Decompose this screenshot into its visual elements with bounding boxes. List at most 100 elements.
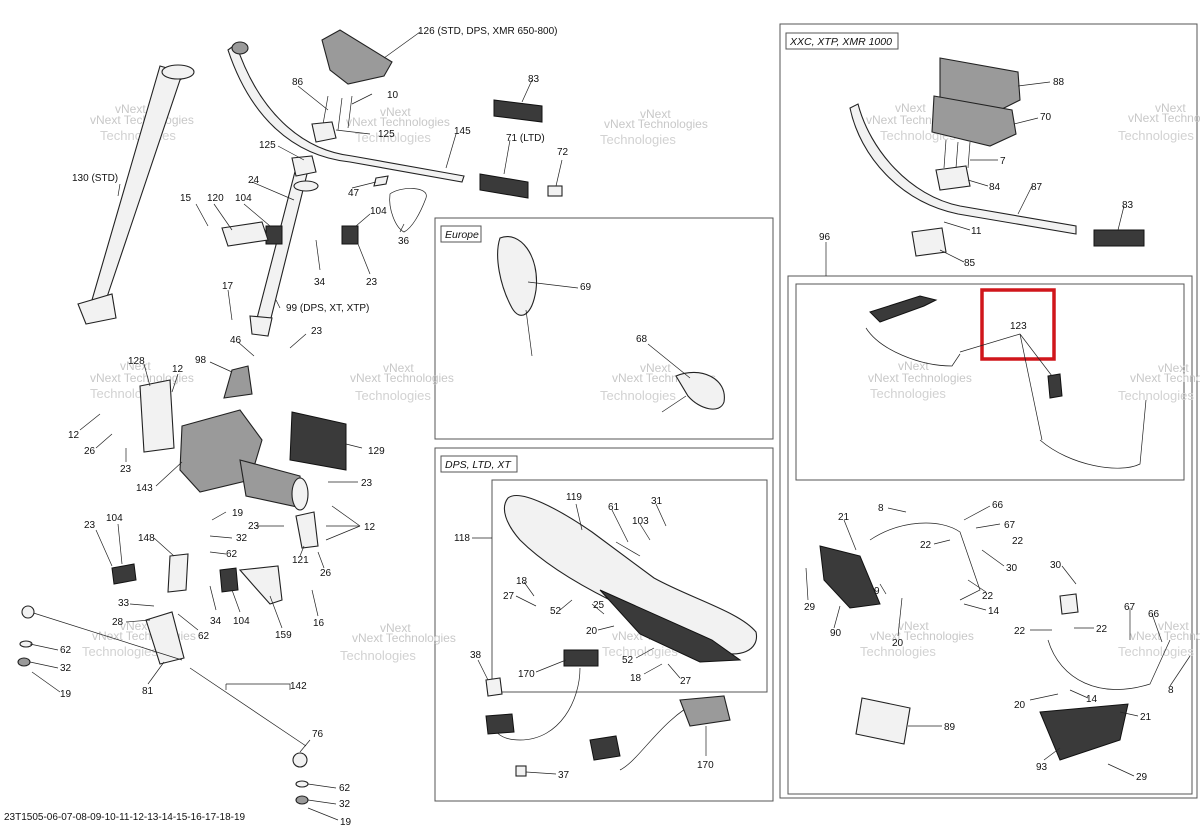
callout-18[interactable]: 18 (630, 673, 642, 684)
callout-61[interactable]: 61 (608, 502, 620, 513)
callout-66[interactable]: 66 (992, 500, 1004, 511)
callout-69[interactable]: 69 (580, 282, 592, 293)
callout-17[interactable]: 17 (222, 281, 234, 292)
callout-89[interactable]: 89 (944, 722, 956, 733)
callout-14[interactable]: 14 (988, 606, 1000, 617)
callout-30[interactable]: 30 (1006, 563, 1018, 574)
callout-123[interactable]: 123 (1010, 321, 1027, 332)
callout-29[interactable]: 29 (804, 602, 816, 613)
callout-12[interactable]: 12 (68, 430, 80, 441)
callout-104[interactable]: 104 (233, 616, 250, 627)
callout-67[interactable]: 67 (1124, 602, 1136, 613)
callout-83[interactable]: 83 (1122, 200, 1134, 211)
callout-8[interactable]: 8 (878, 503, 884, 514)
callout-145[interactable]: 145 (454, 126, 471, 137)
callout-98[interactable]: 98 (195, 355, 207, 366)
callout-24[interactable]: 24 (248, 175, 260, 186)
callout-62[interactable]: 62 (198, 631, 210, 642)
callout-159[interactable]: 159 (275, 630, 292, 641)
callout-19[interactable]: 19 (232, 508, 244, 519)
callout-47[interactable]: 47 (348, 188, 360, 199)
callout-22[interactable]: 22 (1012, 536, 1024, 547)
callout-23[interactable]: 23 (120, 464, 132, 475)
callout-15[interactable]: 15 (180, 193, 192, 204)
callout-18[interactable]: 18 (516, 576, 528, 587)
callout-71[interactable]: 71 (LTD) (506, 133, 545, 144)
callout-125[interactable]: 125 (378, 129, 395, 140)
callout-32[interactable]: 32 (236, 533, 248, 544)
callout-21[interactable]: 21 (1140, 712, 1152, 723)
callout-67[interactable]: 67 (1004, 520, 1016, 531)
callout-37[interactable]: 37 (558, 770, 570, 781)
callout-88[interactable]: 88 (1053, 77, 1065, 88)
callout-70[interactable]: 70 (1040, 112, 1052, 123)
callout-126[interactable]: 126 (STD, DPS, XMR 650-800) (418, 26, 558, 37)
callout-11[interactable]: 11 (971, 226, 982, 237)
callout-12[interactable]: 12 (364, 522, 376, 533)
callout-125[interactable]: 125 (259, 140, 276, 151)
callout-72[interactable]: 72 (557, 147, 569, 158)
callout-16[interactable]: 16 (313, 618, 325, 629)
callout-81[interactable]: 81 (142, 686, 154, 697)
callout-103[interactable]: 103 (632, 516, 649, 527)
callout-170[interactable]: 170 (697, 760, 714, 771)
callout-19[interactable]: 19 (60, 689, 72, 700)
callout-96[interactable]: 96 (819, 232, 831, 243)
callout-86[interactable]: 86 (292, 77, 304, 88)
callout-32[interactable]: 32 (339, 799, 351, 810)
callout-23[interactable]: 23 (311, 326, 323, 337)
callout-20[interactable]: 20 (892, 638, 904, 649)
callout-93[interactable]: 93 (1036, 762, 1048, 773)
callout-22[interactable]: 22 (1014, 626, 1026, 637)
callout-12[interactable]: 12 (172, 364, 184, 375)
callout-128[interactable]: 128 (128, 356, 145, 367)
callout-119[interactable]: 119 (566, 492, 582, 503)
callout-62[interactable]: 62 (226, 549, 238, 560)
callout-76[interactable]: 76 (312, 729, 324, 740)
callout-30[interactable]: 30 (1050, 560, 1062, 571)
callout-90[interactable]: 90 (830, 628, 842, 639)
callout-68[interactable]: 68 (636, 334, 648, 345)
callout-23[interactable]: 23 (84, 520, 96, 531)
callout-20[interactable]: 20 (1014, 700, 1026, 711)
callout-33[interactable]: 33 (118, 598, 130, 609)
callout-52[interactable]: 52 (550, 606, 562, 617)
callout-7[interactable]: 7 (1000, 156, 1006, 167)
callout-36[interactable]: 36 (398, 236, 410, 247)
callout-10[interactable]: 10 (387, 90, 399, 101)
callout-28[interactable]: 28 (112, 617, 124, 628)
callout-22[interactable]: 22 (982, 591, 994, 602)
callout-34[interactable]: 34 (210, 616, 222, 627)
callout-99[interactable]: 99 (DPS, XT, XTP) (286, 303, 369, 314)
callout-19[interactable]: 19 (340, 817, 352, 826)
callout-130[interactable]: 130 (STD) (72, 173, 118, 184)
callout-104[interactable]: 104 (235, 193, 252, 204)
callout-27[interactable]: 27 (503, 591, 515, 602)
callout-26[interactable]: 26 (84, 446, 96, 457)
callout-22[interactable]: 22 (1096, 624, 1108, 635)
callout-29[interactable]: 29 (1136, 772, 1148, 783)
callout-25[interactable]: 25 (593, 600, 605, 611)
callout-85[interactable]: 85 (964, 258, 976, 269)
callout-83[interactable]: 83 (528, 74, 540, 85)
callout-120[interactable]: 120 (207, 193, 224, 204)
callout-46[interactable]: 46 (230, 335, 242, 346)
callout-62[interactable]: 62 (60, 645, 72, 656)
callout-121[interactable]: 121 (292, 555, 309, 566)
callout-148[interactable]: 148 (138, 533, 155, 544)
callout-8[interactable]: 8 (1168, 685, 1174, 696)
callout-9[interactable]: 9 (874, 586, 880, 597)
callout-129[interactable]: 129 (368, 446, 385, 457)
callout-104[interactable]: 104 (106, 513, 123, 524)
callout-21[interactable]: 21 (838, 512, 850, 523)
callout-38[interactable]: 38 (470, 650, 482, 661)
callout-31[interactable]: 31 (651, 496, 663, 507)
callout-143[interactable]: 143 (136, 483, 153, 494)
callout-104[interactable]: 104 (370, 206, 387, 217)
callout-14[interactable]: 14 (1086, 694, 1098, 705)
callout-87[interactable]: 87 (1031, 182, 1043, 193)
callout-66[interactable]: 66 (1148, 609, 1160, 620)
callout-22[interactable]: 22 (920, 540, 932, 551)
callout-84[interactable]: 84 (989, 182, 1001, 193)
callout-23[interactable]: 23 (361, 478, 373, 489)
